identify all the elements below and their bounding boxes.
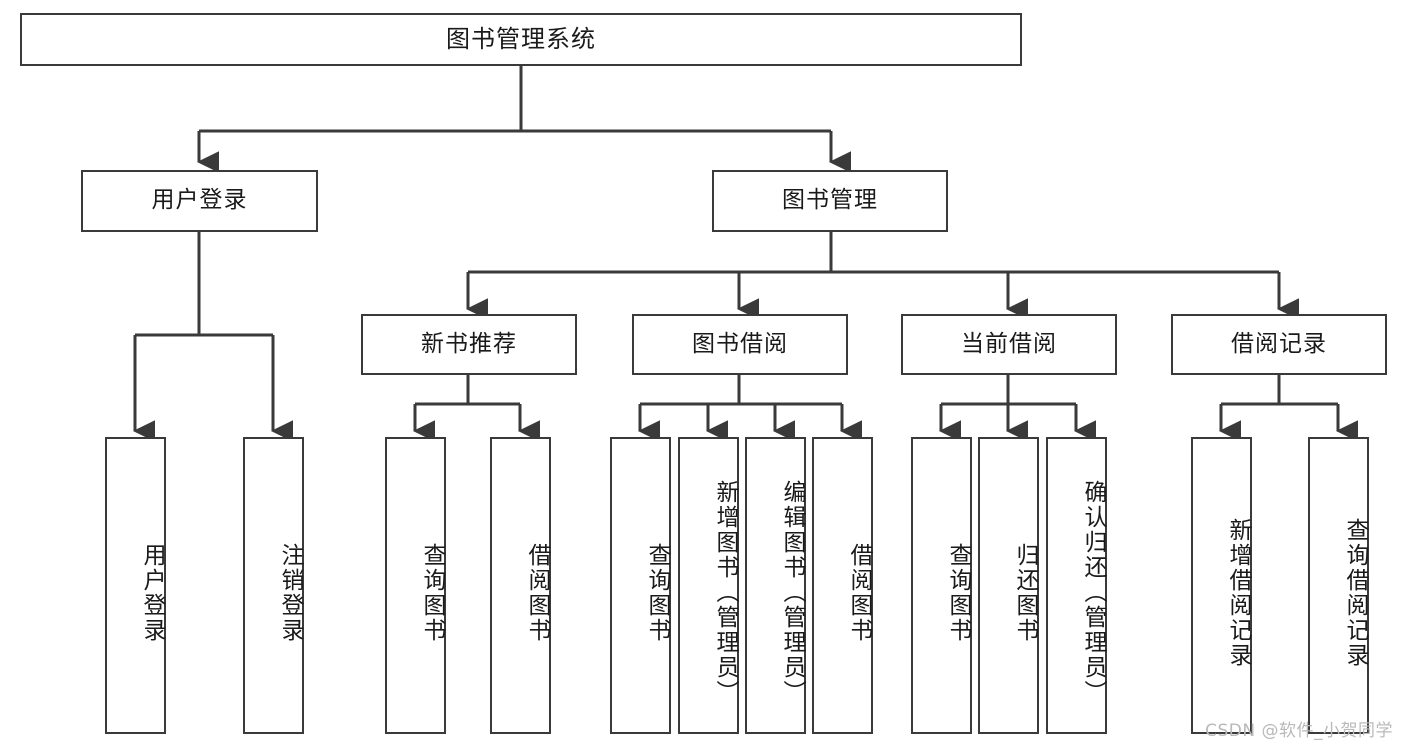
node-label: 借阅图书 bbox=[846, 542, 872, 643]
node-label: 借阅记录 bbox=[1231, 330, 1327, 357]
node-book-management-system[interactable]: 图书管理系统 bbox=[20, 13, 1022, 66]
node-label: 图书管理系统 bbox=[446, 25, 596, 54]
node-label: 当前借阅 bbox=[961, 330, 1057, 357]
node-book-management[interactable]: 图书管理 bbox=[712, 170, 948, 232]
node-label: 图书管理 bbox=[782, 187, 878, 214]
node-label: 编辑图书（管理员） bbox=[779, 480, 805, 705]
node-label: 新增借阅记录 bbox=[1225, 517, 1251, 668]
node-label: 用户登录 bbox=[139, 542, 165, 643]
node-label: 用户登录 bbox=[151, 187, 248, 214]
node-label: 查询图书 bbox=[945, 542, 971, 643]
leaf-query-book-2[interactable]: 查询图书 bbox=[610, 437, 671, 734]
node-book-borrow[interactable]: 图书借阅 bbox=[632, 314, 848, 375]
leaf-confirm-return[interactable]: 确认归还（管理员） bbox=[1046, 437, 1107, 734]
leaf-user-login[interactable]: 用户登录 bbox=[105, 437, 166, 734]
leaf-logout-login[interactable]: 注销登录 bbox=[243, 437, 304, 734]
node-label: 查询图书 bbox=[419, 542, 445, 643]
leaf-query-borrow-record[interactable]: 查询借阅记录 bbox=[1308, 437, 1369, 734]
node-label: 注销登录 bbox=[277, 542, 303, 643]
node-label: 图书借阅 bbox=[692, 330, 788, 357]
leaf-add-book[interactable]: 新增图书（管理员） bbox=[678, 437, 739, 734]
leaf-add-borrow-record[interactable]: 新增借阅记录 bbox=[1191, 437, 1252, 734]
leaf-edit-book[interactable]: 编辑图书（管理员） bbox=[745, 437, 806, 734]
leaf-query-book-3[interactable]: 查询图书 bbox=[911, 437, 972, 734]
node-label: 新书推荐 bbox=[421, 330, 517, 357]
leaf-return-book[interactable]: 归还图书 bbox=[978, 437, 1039, 734]
leaf-query-book-1[interactable]: 查询图书 bbox=[385, 437, 446, 734]
node-user-login[interactable]: 用户登录 bbox=[81, 170, 318, 232]
leaf-borrow-book-1[interactable]: 借阅图书 bbox=[490, 437, 551, 734]
node-label: 查询借阅记录 bbox=[1342, 517, 1368, 668]
node-label: 归还图书 bbox=[1012, 542, 1038, 643]
node-borrow-record[interactable]: 借阅记录 bbox=[1171, 314, 1387, 375]
csdn-watermark: CSDN @软件_小贺同学 bbox=[1205, 721, 1393, 741]
node-label: 借阅图书 bbox=[524, 542, 550, 643]
node-current-borrow[interactable]: 当前借阅 bbox=[901, 314, 1117, 375]
node-new-book-recommend[interactable]: 新书推荐 bbox=[361, 314, 577, 375]
leaf-borrow-book-2[interactable]: 借阅图书 bbox=[812, 437, 873, 734]
node-label: 确认归还（管理员） bbox=[1080, 480, 1106, 705]
node-label: 查询图书 bbox=[644, 542, 670, 643]
node-label: 新增图书（管理员） bbox=[712, 480, 738, 705]
